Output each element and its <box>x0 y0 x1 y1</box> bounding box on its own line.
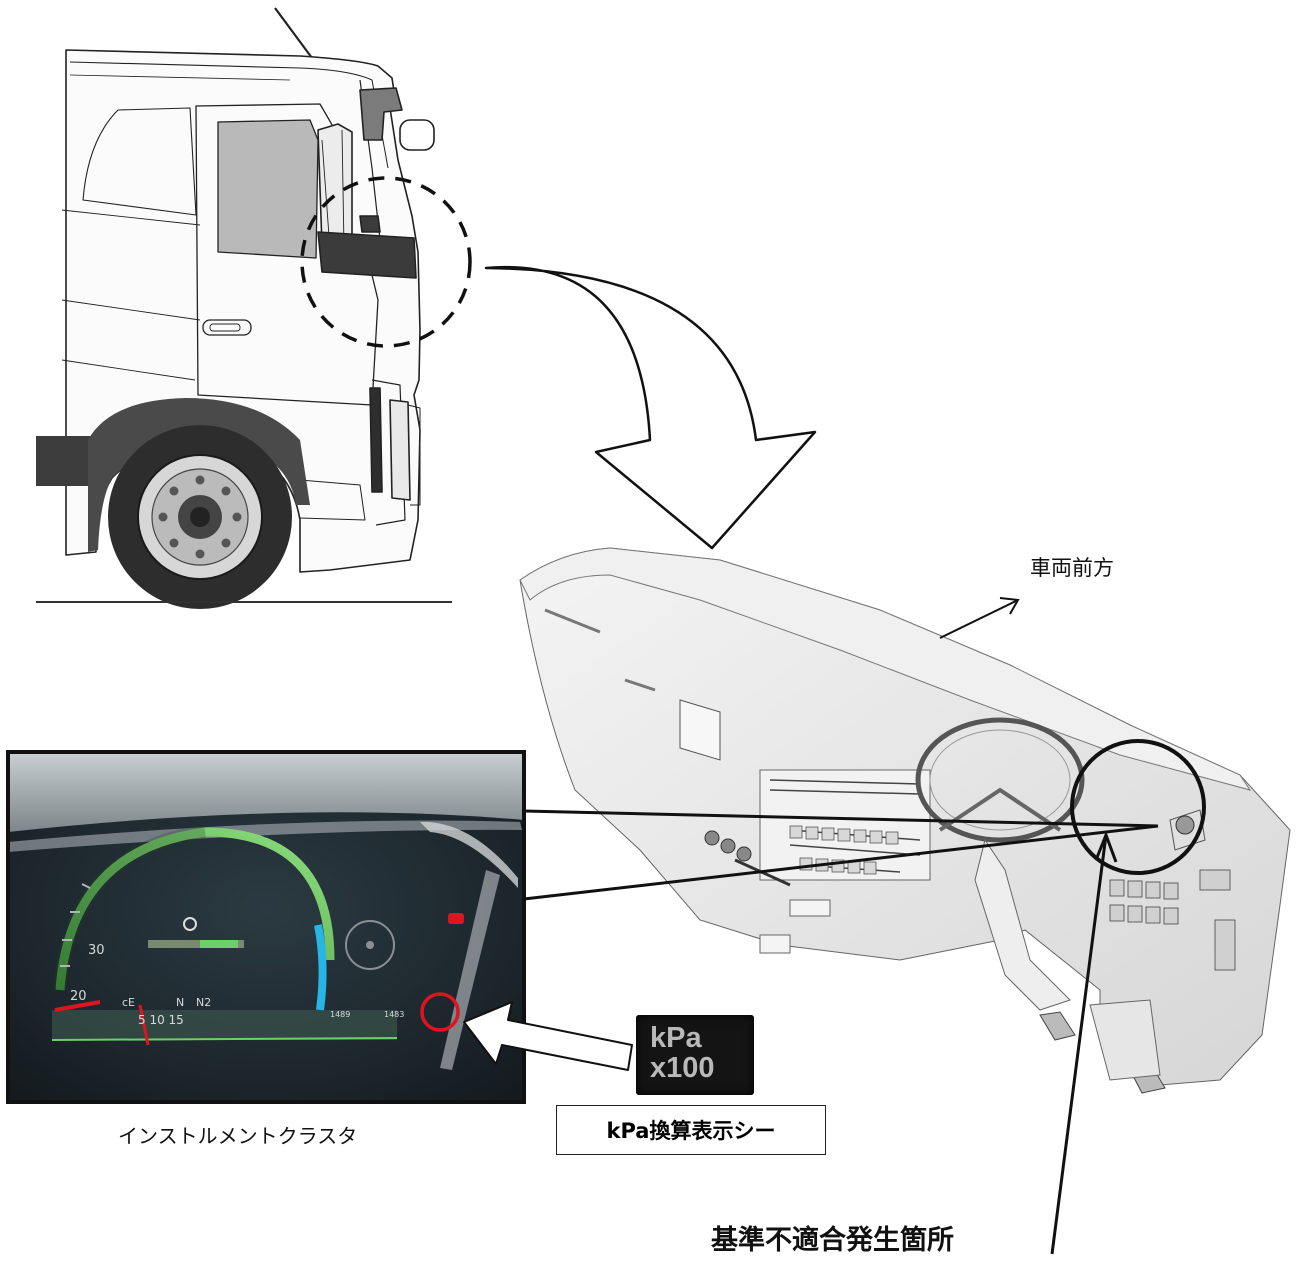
fault-location-label: 基準不適合発生箇所 <box>711 1225 954 1256</box>
dashboard-highlight-circle <box>1070 739 1206 875</box>
sticker-location-circle <box>420 992 460 1032</box>
odo-readout-2: 1483 <box>384 1010 404 1019</box>
door-window <box>217 119 319 259</box>
red-warning-lamp <box>448 913 464 924</box>
instrument-cluster-caption: インストルメントクラスタ <box>118 1124 358 1148</box>
vehicle-front-label: 車両前方 <box>1030 556 1114 580</box>
steering-wheel <box>915 717 1085 843</box>
scale-label-20: 20 <box>70 989 87 1004</box>
cluster-photo-frame <box>6 750 526 1104</box>
zoom-arrow <box>484 265 817 550</box>
gauge-arc-blue <box>314 924 327 1011</box>
fender <box>88 398 310 552</box>
highlight-dashed-circle <box>300 176 472 348</box>
digits-readout: 5 10 15 <box>138 1013 184 1027</box>
sticker-line-2: x100 <box>650 1052 715 1084</box>
sticker-line-1: kPa <box>650 1022 702 1054</box>
vehicle-front-arrow <box>939 597 1020 639</box>
gauge-small-dial <box>345 920 395 970</box>
front-mirror <box>359 87 403 141</box>
door-handle <box>202 319 252 336</box>
cluster-readouts: 30 20 cE N N2 5 10 15 1489 1483 <box>70 943 404 1027</box>
kpa-sticker: kPa x100 <box>636 1015 754 1095</box>
gauge-arc-green <box>55 827 335 991</box>
gear-right: N2 <box>196 996 211 1009</box>
odo-readout-1: 1489 <box>330 1010 350 1019</box>
gear-mid: N <box>176 996 184 1009</box>
truck-cab-illustration <box>36 7 472 609</box>
gear-left: cE <box>122 996 135 1009</box>
leader-lines <box>523 809 1159 1255</box>
dashboard-illustration <box>519 547 1291 1094</box>
antenna <box>274 7 313 59</box>
sticker-caption-box: kPa換算表示シー <box>556 1105 826 1155</box>
front-wheel <box>108 425 292 609</box>
scale-label-30: 30 <box>88 943 105 958</box>
sticker-caption: kPa換算表示シー <box>606 1119 776 1143</box>
instrument-cluster-photo <box>8 752 524 1102</box>
sticker-callout-arrow <box>463 1001 633 1071</box>
